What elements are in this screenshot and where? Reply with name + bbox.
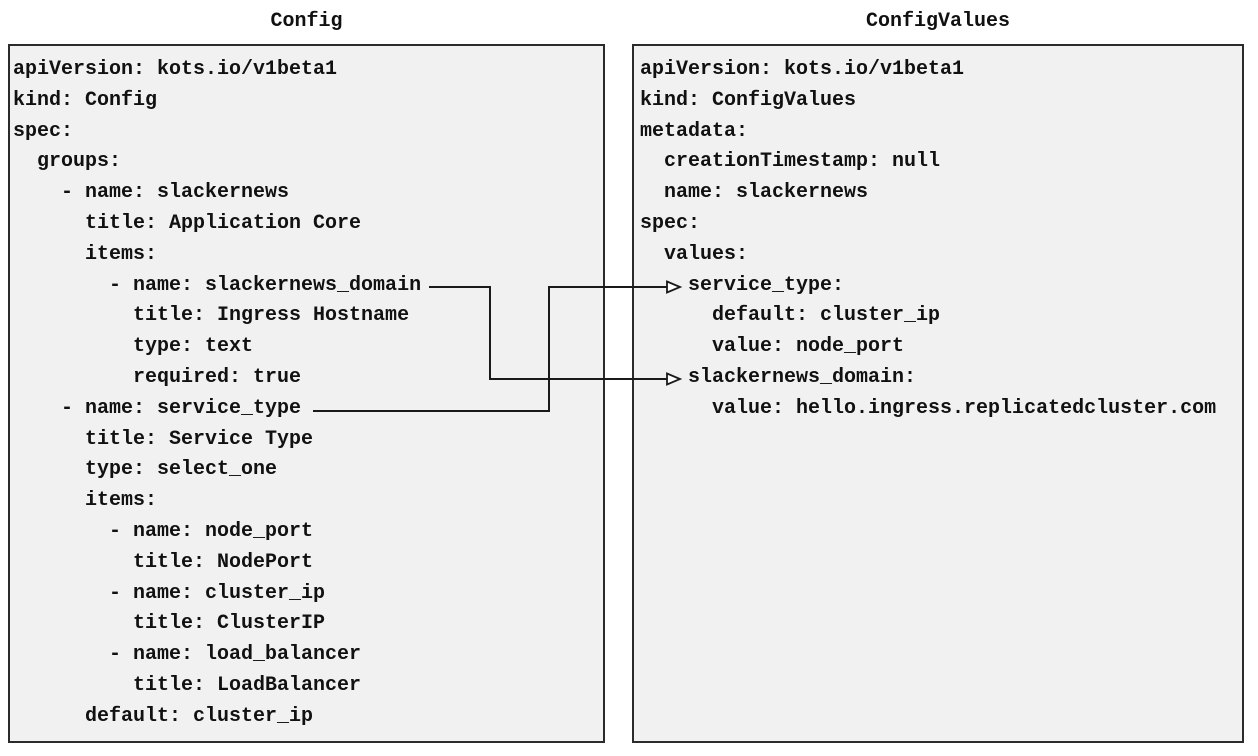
config-yaml-text: apiVersion: kots.io/v1beta1 kind: Config… — [13, 58, 422, 728]
configvalues-panel-title: ConfigValues — [865, 10, 1011, 33]
configvalues-yaml-text: apiVersion: kots.io/v1beta1 kind: Config… — [640, 58, 1217, 420]
config-yaml-box: apiVersion: kots.io/v1beta1 kind: Config… — [8, 44, 605, 743]
config-panel-title: Config — [270, 10, 343, 33]
configvalues-yaml-box: apiVersion: kots.io/v1beta1 kind: Config… — [632, 44, 1244, 743]
